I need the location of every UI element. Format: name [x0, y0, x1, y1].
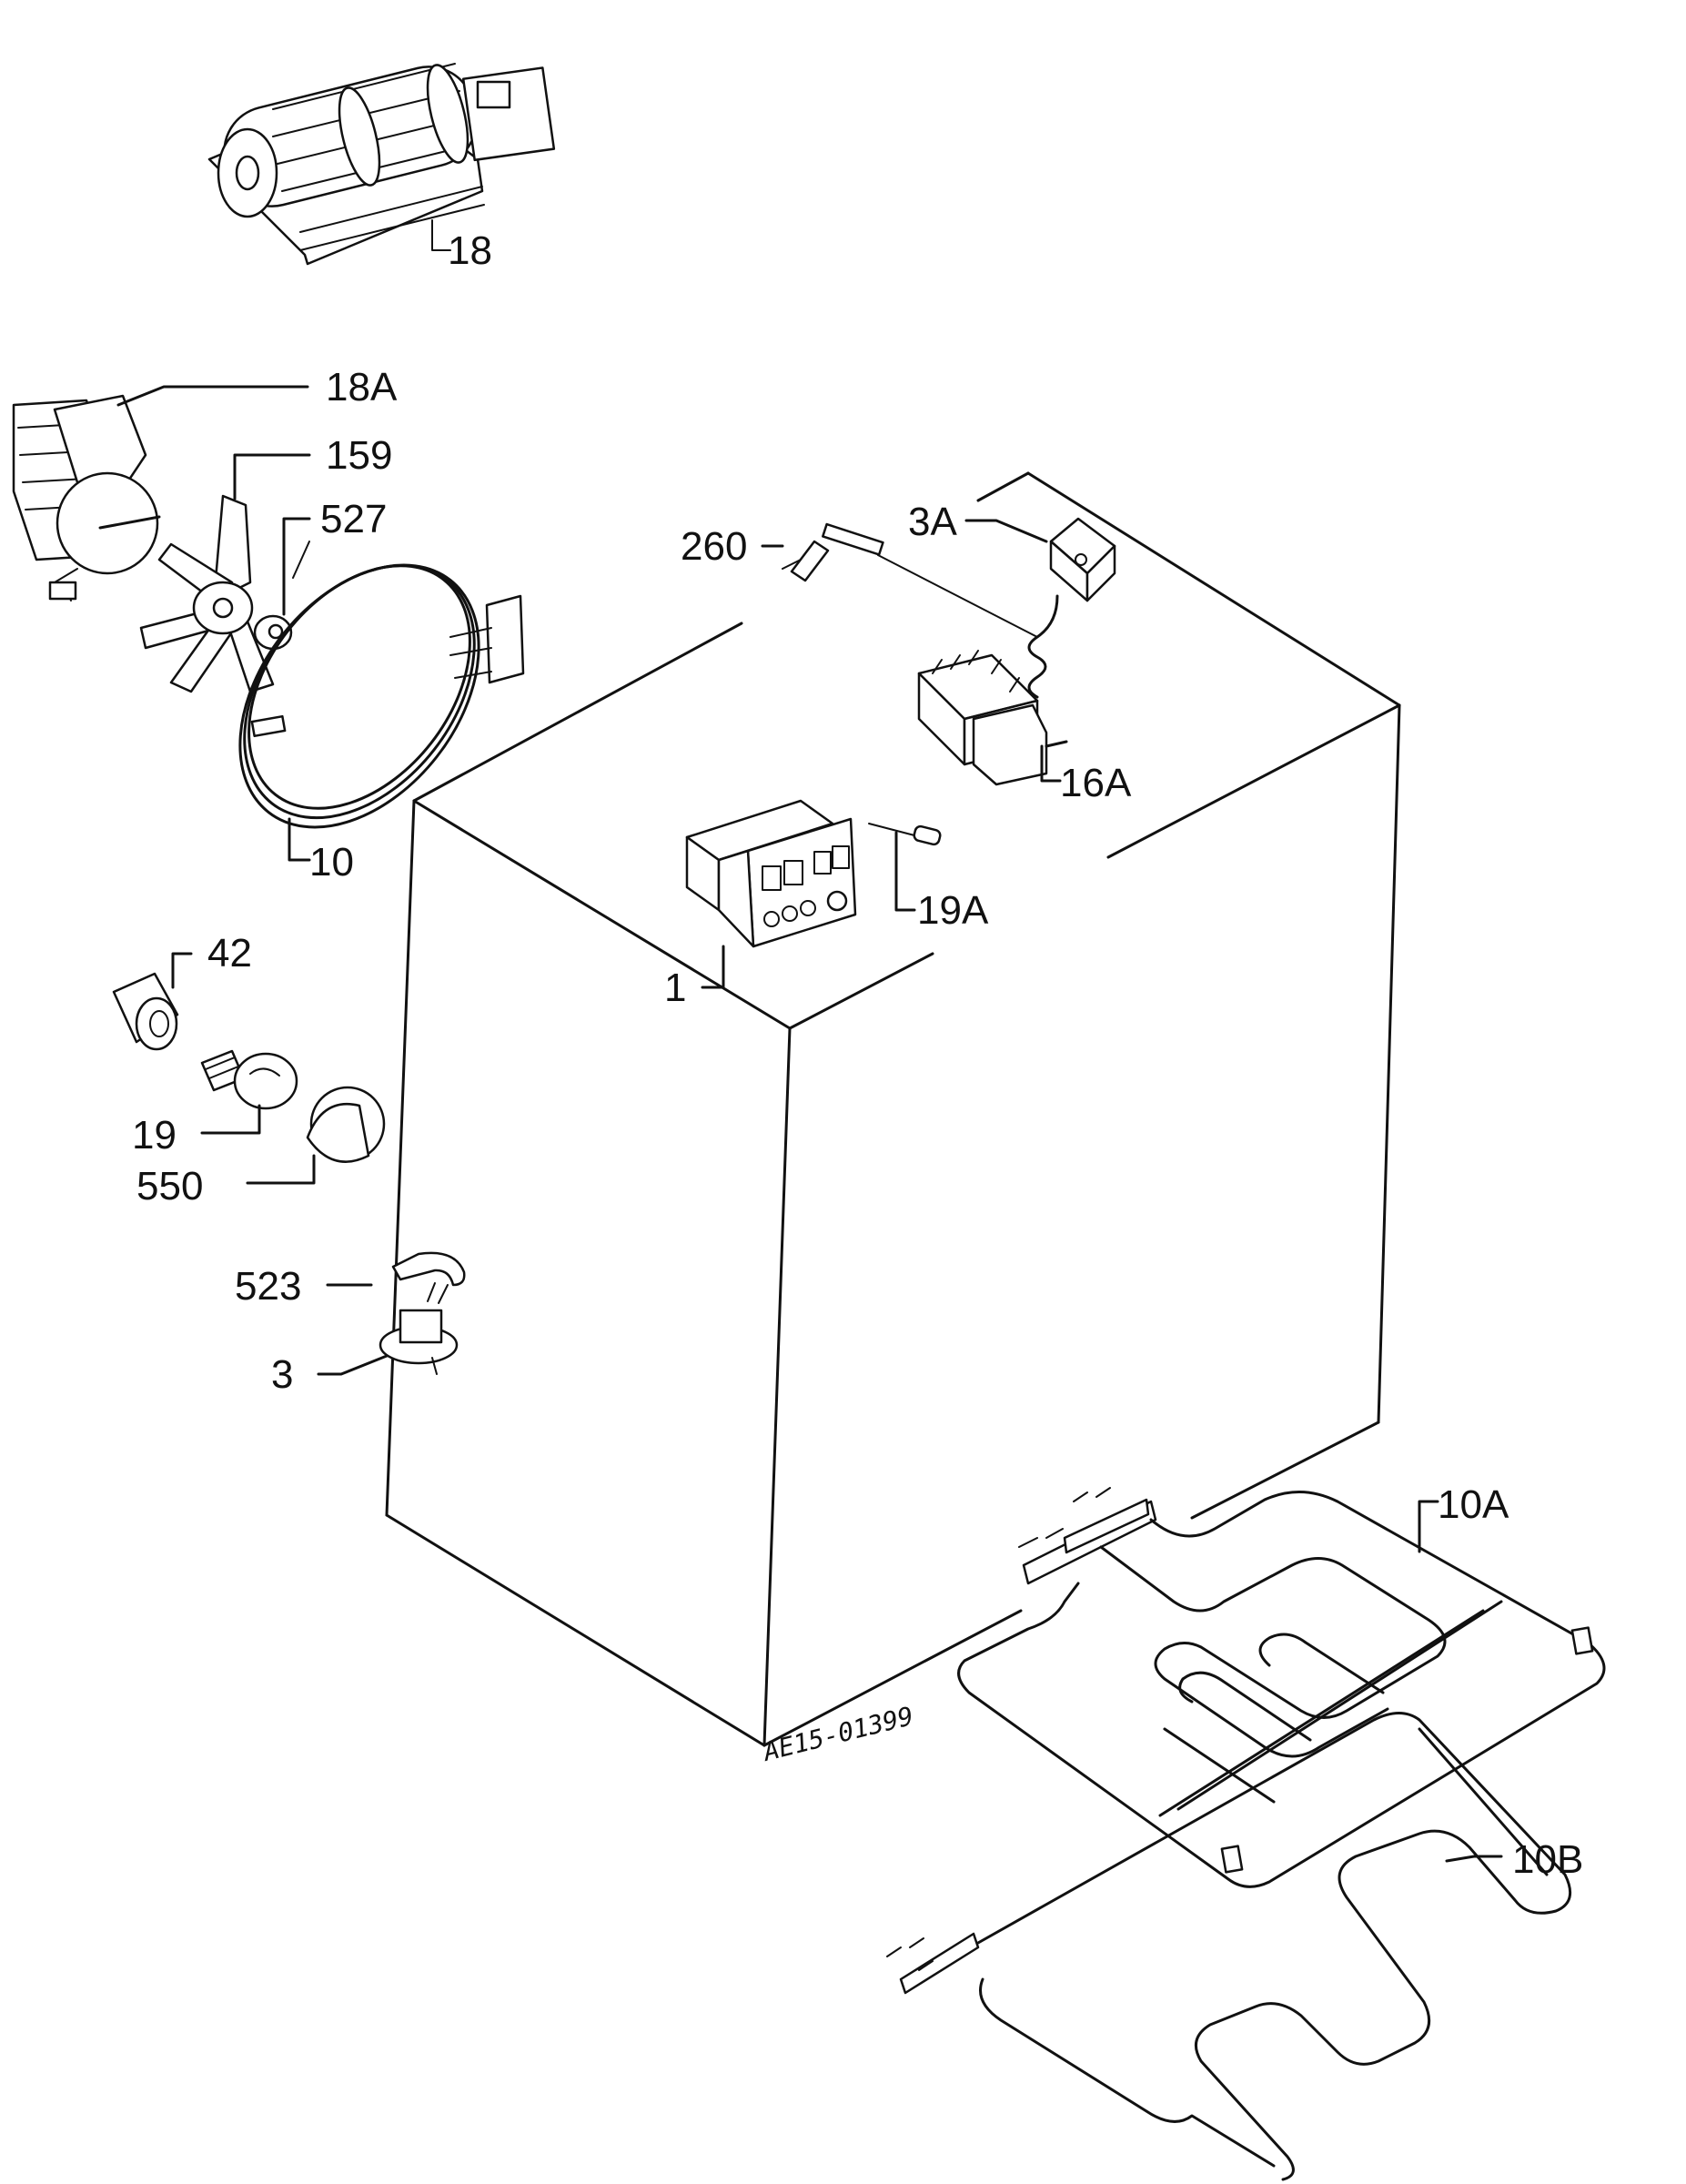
- leader-42: [171, 952, 193, 989]
- part-10A-grill-element: [957, 1487, 1606, 1888]
- part-3-safety-thermostat: [379, 1282, 459, 1375]
- leader-19: [200, 1104, 261, 1135]
- leader-3: [317, 1354, 389, 1376]
- part-10-circular-element: [238, 563, 525, 829]
- label-3A: 3A: [908, 500, 957, 544]
- part-18A-fan-motor: [12, 394, 161, 602]
- part-550-lamp-cover: [306, 1086, 386, 1163]
- part-19A-lamp: [868, 823, 942, 846]
- label-10A: 10A: [1438, 1482, 1509, 1527]
- part-18-tangential-fan: [207, 63, 556, 266]
- leader-159: [233, 453, 311, 500]
- label-42: 42: [207, 931, 252, 976]
- label-19: 19: [132, 1113, 177, 1158]
- part-1-electronic-timer: [685, 799, 857, 948]
- leader-18A: [116, 385, 309, 407]
- leader-10: [288, 817, 311, 862]
- label-550: 550: [136, 1164, 203, 1208]
- part-527-nut: [253, 541, 310, 651]
- part-159-fan-blade: [139, 494, 275, 693]
- part-16A-switch: [917, 650, 1068, 786]
- part-3A-thermostat: [1049, 517, 1116, 602]
- drawing-code: AE15-01399: [759, 1701, 916, 1767]
- leader-527: [282, 517, 311, 616]
- part-10B-lower-element: [886, 1712, 1572, 2181]
- label-159: 159: [326, 433, 392, 478]
- leader-19A: [894, 831, 916, 912]
- label-18: 18: [448, 228, 492, 273]
- label-18A: 18A: [326, 365, 398, 410]
- label-10B: 10B: [1512, 1837, 1583, 1882]
- part-523-clip: [391, 1251, 466, 1287]
- leader-10B: [1445, 1855, 1503, 1863]
- label-1: 1: [664, 966, 686, 1010]
- label-260: 260: [681, 524, 747, 569]
- part-42-lamp-holder: [112, 972, 179, 1051]
- leader-3A: [964, 519, 1048, 543]
- label-16A: 16A: [1060, 761, 1132, 805]
- part-260-probe: [782, 522, 1059, 699]
- leader-10A: [1418, 1500, 1439, 1553]
- label-527: 527: [320, 497, 387, 541]
- label-19A: 19A: [917, 888, 989, 933]
- label-10: 10: [309, 840, 354, 885]
- label-523: 523: [235, 1264, 301, 1309]
- oven-cabinet: [385, 471, 1401, 1747]
- leader-1: [701, 945, 725, 989]
- leader-16A: [1040, 744, 1062, 783]
- label-3: 3: [271, 1352, 293, 1397]
- leader-550: [246, 1154, 316, 1185]
- part-19-bulb: [200, 1049, 298, 1110]
